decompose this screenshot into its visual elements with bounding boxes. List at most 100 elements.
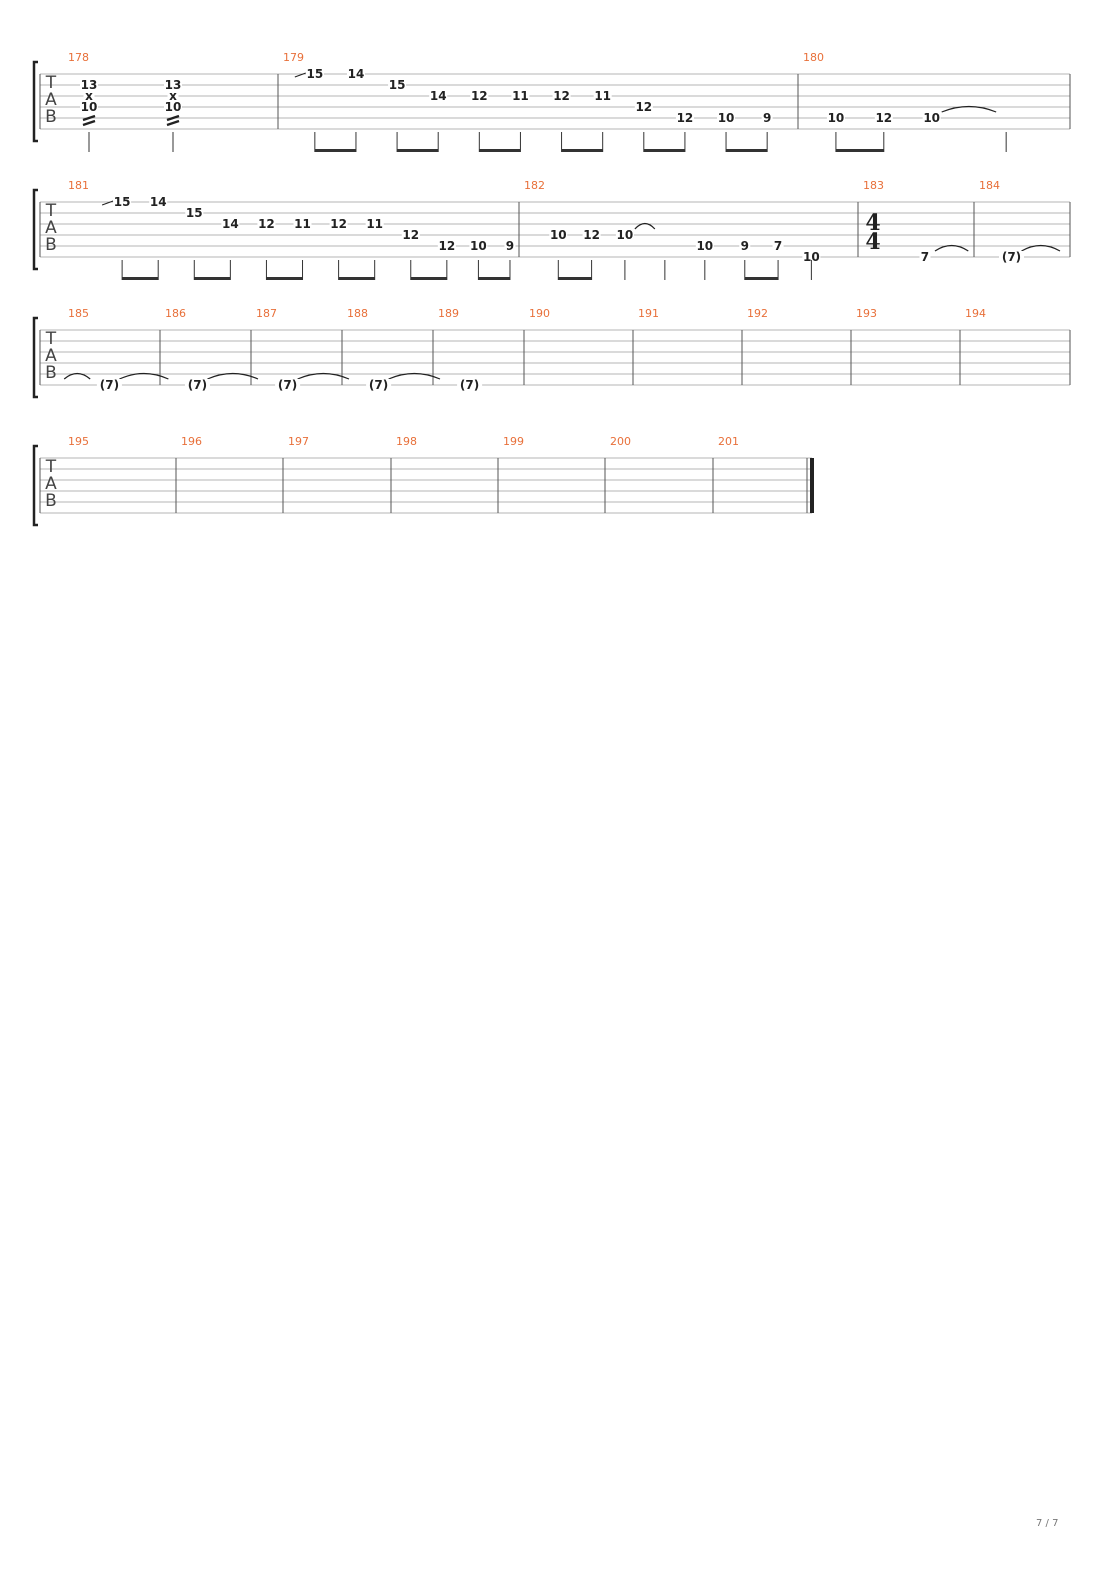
fret-number: (7) [1002, 250, 1021, 264]
fret-bg [113, 196, 132, 208]
fret-bg [388, 79, 407, 91]
tab-clef-letter: B [45, 363, 57, 383]
tab-clef-letter: T [45, 457, 57, 477]
fret-number: 10 [923, 111, 940, 125]
fret-number: 10 [803, 250, 820, 264]
fret-bg [80, 101, 98, 113]
fret-number: 14 [348, 67, 365, 81]
tie-arc [63, 372, 91, 380]
slide-marker [294, 72, 307, 78]
fret-number: 10 [718, 111, 735, 125]
fret-number: 12 [258, 217, 275, 231]
fret-bg [329, 218, 348, 230]
fret-number: 12 [402, 228, 419, 242]
fret-number: 13 [165, 78, 182, 92]
measure-number: 189 [438, 307, 459, 320]
fret-number: (7) [100, 378, 119, 392]
tie-arc [934, 244, 969, 252]
beam [643, 149, 685, 152]
measure-number: 194 [965, 307, 986, 320]
measure-number: 193 [856, 307, 877, 320]
fret-bg [346, 68, 365, 80]
fret-bg [761, 112, 773, 124]
beam [558, 277, 592, 280]
fret-bg [695, 240, 714, 252]
fret-bg [221, 218, 240, 230]
measure-number: 187 [256, 307, 277, 320]
fret-number: 10 [81, 100, 98, 114]
fret-number: 11 [366, 217, 383, 231]
fret-bg [504, 240, 516, 252]
system-bracket [32, 188, 38, 271]
fret-number: 12 [330, 217, 347, 231]
tab-clef-letter: A [45, 90, 57, 110]
fret-bg [437, 240, 456, 252]
measure-number: 186 [165, 307, 186, 320]
fret-number: 9 [506, 239, 514, 253]
tie-arc [297, 372, 350, 380]
fret-number: 10 [470, 239, 487, 253]
beam [397, 149, 439, 152]
beam [561, 149, 603, 152]
tab-clef-letter: T [45, 329, 57, 349]
fret-number: 14 [430, 89, 447, 103]
fret-bg [164, 79, 182, 91]
fret-bg [80, 79, 98, 91]
fret-number: 12 [583, 228, 600, 242]
tab-clef-letter: A [45, 474, 57, 494]
fret-number: 7 [774, 239, 782, 253]
measure-number: 196 [181, 435, 202, 448]
measure-number: 183 [863, 179, 884, 192]
fret-number: 11 [594, 89, 611, 103]
fret-bg [401, 229, 420, 241]
fret-number: 15 [186, 206, 203, 220]
measure-number: 188 [347, 307, 368, 320]
fret-bg [593, 90, 612, 102]
beam [478, 277, 510, 280]
fret-number: 9 [741, 239, 749, 253]
tab-clef-letter: T [45, 201, 57, 221]
tie-arc [634, 222, 656, 230]
system-bracket [32, 444, 38, 527]
fret-bg [457, 379, 483, 391]
beam [726, 149, 768, 152]
tremolo-stroke [82, 119, 96, 127]
beam [338, 277, 375, 280]
fret-bg [999, 251, 1024, 263]
tab-clef-letter: T [45, 73, 57, 93]
measure-number: 178 [68, 51, 89, 64]
fret-number: 10 [617, 228, 634, 242]
tie-arc [119, 372, 169, 380]
fret-bg [83, 90, 95, 102]
tie-arc [207, 372, 259, 380]
dead-note: x [85, 89, 93, 103]
fret-bg [149, 196, 168, 208]
fret-number: (7) [369, 378, 388, 392]
measure-number: 199 [503, 435, 524, 448]
fret-number: 12 [438, 239, 455, 253]
time-signature-denominator: 4 [865, 229, 880, 255]
tie-arc [388, 372, 441, 380]
fret-number: 11 [294, 217, 311, 231]
fret-bg [922, 112, 941, 124]
fret-number: (7) [460, 378, 479, 392]
measure-number: 191 [638, 307, 659, 320]
fret-number: 7 [921, 250, 929, 264]
fret-number: (7) [278, 378, 297, 392]
fret-bg [874, 112, 893, 124]
time-signature-numerator: 4 [865, 210, 880, 236]
fret-bg [167, 90, 179, 102]
measure-number: 200 [610, 435, 631, 448]
measure-number: 198 [396, 435, 417, 448]
fret-number: 10 [828, 111, 845, 125]
tab-clef-letter: B [45, 491, 57, 511]
beam [835, 149, 884, 152]
tremolo-stroke [82, 114, 96, 122]
tab-clef-letter: A [45, 346, 57, 366]
beam [314, 149, 356, 152]
fret-bg [184, 379, 210, 391]
beam [122, 277, 159, 280]
tremolo-stroke [166, 114, 180, 122]
beam [744, 277, 779, 280]
